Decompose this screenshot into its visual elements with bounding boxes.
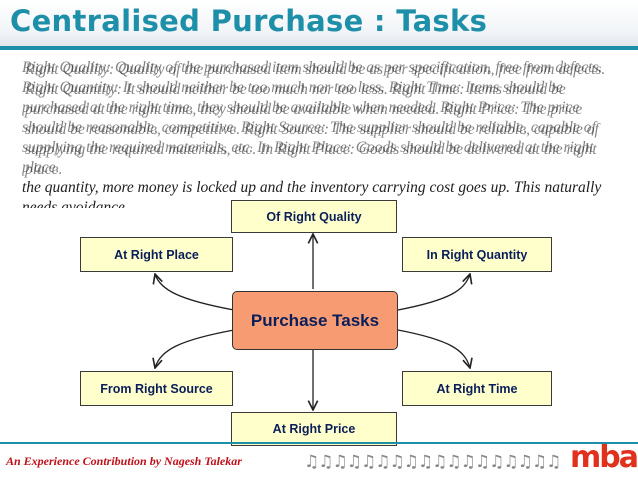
arrow-source	[155, 329, 235, 368]
node-source: From Right Source	[80, 371, 233, 406]
body-text: Right Quality: Quality of the purchased …	[22, 58, 607, 208]
node-time: At Right Time	[402, 371, 552, 406]
footer-divider	[0, 442, 638, 444]
node-quality: Of Right Quality	[231, 200, 397, 233]
visible-paragraph: the quantity, more money is locked up an…	[22, 179, 602, 208]
node-quantity: In Right Quantity	[402, 237, 552, 272]
node-price: At Right Price	[231, 412, 397, 446]
overlapped-paragraph-copy: Right Quality: Quality of the purchased …	[25, 61, 606, 178]
footer-credit: An Experience Contribution by Nagesh Tal…	[6, 454, 242, 468]
node-place: At Right Place	[80, 237, 233, 272]
title-underline	[0, 46, 638, 50]
slide-title: Centralised Purchase : Tasks	[10, 4, 488, 38]
arrow-place	[155, 274, 235, 311]
mba-logo: mba	[570, 440, 638, 475]
title-bar: Centralised Purchase : Tasks	[0, 0, 638, 47]
overlapped-paragraph: Right Quality: Quality of the purchased …	[22, 59, 603, 176]
arrow-quantity	[397, 274, 470, 311]
center-node: Purchase Tasks	[232, 291, 398, 350]
arrow-time	[397, 329, 470, 368]
music-note-icons: ♫♫♫♫♫♫♫♫♫♫♫♫♫♫♫♫♫♫	[304, 452, 561, 472]
